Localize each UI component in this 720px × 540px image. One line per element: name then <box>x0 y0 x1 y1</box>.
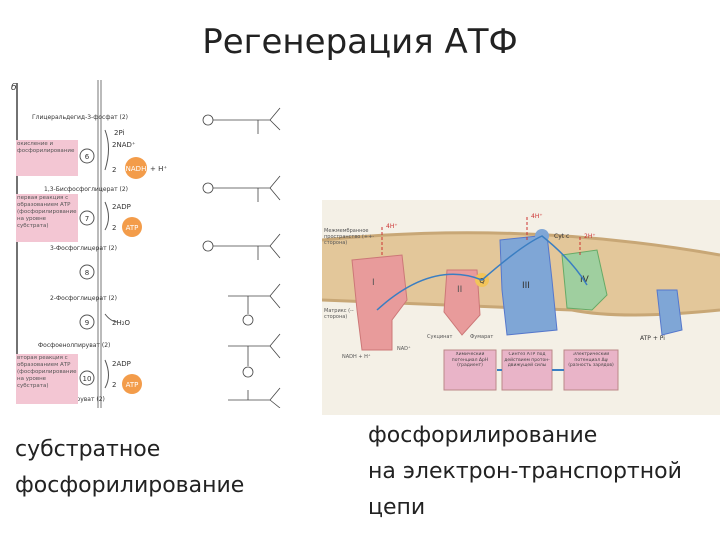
right-caption-line-2: на электрон-транспортной <box>368 459 682 484</box>
electron-path <box>376 235 588 311</box>
svg-text:7: 7 <box>85 215 89 223</box>
phosphate-icon <box>242 366 254 378</box>
nad-label: NAD⁺ <box>397 346 411 352</box>
complex-iv-label: IV <box>580 275 590 285</box>
step-7: 7 <box>79 210 95 226</box>
complex-ii <box>443 269 481 336</box>
fumarate-label: Фумарат <box>470 334 493 340</box>
left-caption-line-2: фосфорилирование <box>15 473 245 498</box>
complex-i <box>351 254 408 351</box>
step-8: 8 <box>79 264 95 280</box>
atp-badge-2 <box>122 374 142 394</box>
atp-product: ATP + Pi <box>640 335 665 342</box>
cofactor-atp-a: ATP <box>126 224 139 232</box>
cofactor-two-a: 2 <box>112 166 116 174</box>
cofactor-atp-b: ATP <box>126 381 139 389</box>
metabolite-3pg: 3-Фосфоглицерат (2) <box>50 245 117 252</box>
note-second-atp: вторая реакция с образованием АТР (фосфо… <box>16 354 78 404</box>
phosphate-icon <box>202 114 214 126</box>
metabolite-2pg: 2-Фосфоглицерат (2) <box>50 295 117 302</box>
box-electric-potential: Электрический потенциал Δψ (разность зар… <box>563 349 619 391</box>
cofactor-water: 2H₂O <box>112 319 131 327</box>
arrow-step6 <box>104 129 109 171</box>
metabolite-gap: Глицеральдегид-3-фосфат (2) <box>32 114 128 121</box>
note-oxidation: окисление и фосфорилирование <box>16 140 78 176</box>
note-first-atp: первая реакция с образованием АТР (фосфо… <box>16 194 78 242</box>
matrix-label: Матрикс (--сторона) <box>324 308 354 320</box>
succinate-label: Сукцинат <box>427 334 452 340</box>
right-caption-line-1: фосфорилирование <box>368 423 598 448</box>
cofactor-two-c: 2 <box>112 381 116 389</box>
svg-text:8: 8 <box>85 269 89 277</box>
box-atp-synthesis: Синтез АТР под действием протон-движущей… <box>501 349 553 391</box>
svg-text:10: 10 <box>83 375 92 383</box>
glycolysis-figure: б Глицеральдегид-3-фосфат (2) 1,3-Бисфос… <box>8 78 308 409</box>
left-caption-line-1: субстратное <box>15 437 161 462</box>
cofactor-h-plus: + H⁺ <box>150 165 167 173</box>
cofactor-adp-a: 2ADP <box>112 203 131 211</box>
proton-label-2: 4H⁺ <box>531 213 543 220</box>
nadh-badge <box>125 157 147 179</box>
etc-figure: I II Q III Cyt c IV ATP + Pi 4H⁺ 4H⁺ 2H⁺… <box>321 200 720 415</box>
phosphate-icon <box>202 240 214 252</box>
nadh-label: NADH + H⁺ <box>342 354 371 360</box>
phosphate-icon <box>242 314 254 326</box>
arrow-step7 <box>104 201 109 231</box>
structure-formulas <box>202 107 281 409</box>
right-caption-line-3: цепи <box>368 495 426 520</box>
box-chemical-potential: Химический потенциал ΔpH (градиент) <box>443 349 497 391</box>
proton-label-1: 4H⁺ <box>386 223 398 230</box>
complex-i-label: I <box>372 278 375 288</box>
phosphate-icon <box>202 182 214 194</box>
step-6: 6 <box>79 148 95 164</box>
cofactor-two-b: 2 <box>112 224 116 232</box>
svg-text:6: 6 <box>85 153 90 161</box>
cofactor-nad: 2NAD⁺ <box>112 141 136 149</box>
slide-title: Регенерация АТФ <box>202 22 518 62</box>
cofactor-pi: 2Pi <box>114 129 125 137</box>
complex-iii-label: III <box>522 281 530 291</box>
metabolite-pyruvate: Пируват (2) <box>68 396 105 403</box>
atp-badge-1 <box>122 217 142 237</box>
atp-synthase <box>656 289 683 336</box>
arrow-step9 <box>104 313 119 323</box>
intermembrane-label: Межмембранное пространство (++-сторона) <box>324 228 375 246</box>
metabolite-pep: Фосфоенолпируват (2) <box>38 342 110 349</box>
membrane-outer <box>321 231 720 257</box>
proton-label-3: 2H⁺ <box>584 233 596 240</box>
metabolite-bpg: 1,3-Бисфосфоглицерат (2) <box>44 186 128 193</box>
step-9: 9 <box>79 314 95 330</box>
complex-ii-label: II <box>457 285 462 295</box>
svg-text:9: 9 <box>85 319 89 327</box>
cyt-c-label: Cyt c <box>554 233 569 240</box>
step-10: 10 <box>79 370 95 386</box>
left-caption: субстратное фосфорилирование <box>15 432 315 504</box>
cofactor-nadh: NADH <box>126 165 147 173</box>
arrow-step10 <box>104 359 109 389</box>
q-label: Q <box>479 277 485 285</box>
etc-diagram: I II Q III Cyt c IV ATP + Pi 4H⁺ 4H⁺ 2H⁺… <box>321 200 720 415</box>
right-caption: фосфорилирование на электрон-транспортно… <box>368 418 713 526</box>
glycolysis-diagram: б Глицеральдегид-3-фосфат (2) 1,3-Бисфос… <box>11 80 281 409</box>
membrane-inner <box>321 298 720 317</box>
cofactor-adp-b: 2ADP <box>112 360 131 368</box>
panel-letter: б <box>11 83 17 93</box>
